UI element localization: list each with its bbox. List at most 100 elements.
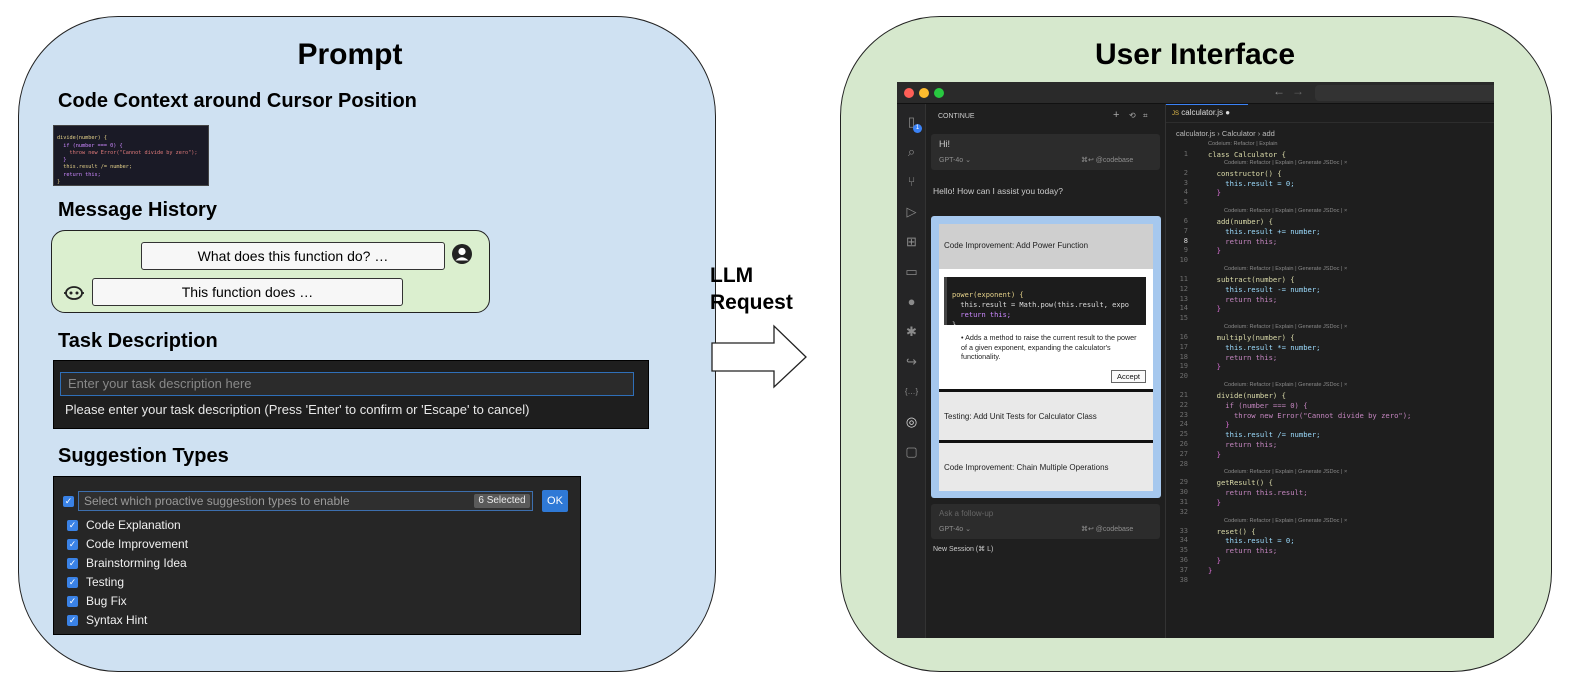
line-number: 34 xyxy=(1179,536,1188,545)
code-line: } xyxy=(57,179,61,186)
editor-tab[interactable]: JS calculator.js ● xyxy=(1166,104,1248,122)
message-history-box: What does this function do? … This funct… xyxy=(51,230,490,313)
suggestion-type-item[interactable]: Bug Fix xyxy=(86,594,127,608)
line-number: 11 xyxy=(1179,275,1188,283)
suggestion-type-item[interactable]: Testing xyxy=(86,575,125,589)
new-chat-icon[interactable]: + xyxy=(1113,109,1120,121)
line-number: 6 xyxy=(1183,217,1188,225)
line-number: 8 xyxy=(1183,236,1188,245)
bug-icon[interactable]: ✱ xyxy=(906,324,917,339)
extensions-icon[interactable]: ⊞ xyxy=(906,234,917,249)
code-line: } xyxy=(1208,304,1221,314)
back-arrow-icon[interactable]: ← xyxy=(1273,84,1285,98)
forward-arrow-icon[interactable]: → xyxy=(1292,84,1304,98)
breadcrumb-method[interactable]: add xyxy=(1262,129,1275,138)
explorer-icon[interactable]: ▯ xyxy=(907,114,916,129)
suggestion-type-item[interactable]: Brainstorming Idea xyxy=(86,556,187,570)
task-description-input[interactable]: Enter your task description here xyxy=(60,372,634,396)
minimize-window-icon[interactable] xyxy=(919,88,929,98)
assistant-bot-icon xyxy=(64,286,84,300)
accept-button[interactable]: Accept xyxy=(1111,370,1146,383)
command-search-box[interactable] xyxy=(1315,85,1494,101)
llm-request-label: LLM Request xyxy=(710,262,793,316)
close-window-icon[interactable] xyxy=(904,88,914,98)
codelens-annotation[interactable]: Codeium: Refactor | Explain | Generate J… xyxy=(1224,266,1348,272)
model-selector[interactable]: GPT-4o ⌄ xyxy=(939,157,971,164)
suggestion-card-testing[interactable]: Testing: Add Unit Tests for Calculator C… xyxy=(939,392,1153,440)
breadcrumb-class[interactable]: Calculator xyxy=(1221,129,1256,138)
code-line: } xyxy=(1208,188,1221,198)
code-line: return this; xyxy=(1208,352,1278,362)
selected-count-badge: 6 Selected xyxy=(474,494,530,508)
suggestion-type-item[interactable]: Code Improvement xyxy=(86,537,189,551)
task-description-hint: Please enter your task description (Pres… xyxy=(65,402,530,417)
checkbox-code-explanation[interactable]: ✓ xyxy=(67,520,78,531)
fullscreen-icon[interactable]: ⌗ xyxy=(1143,111,1148,120)
line-number: 18 xyxy=(1179,352,1188,361)
chat-icon[interactable]: ▢ xyxy=(905,444,918,459)
codelens-annotation[interactable]: Codeium: Refactor | Explain | Generate J… xyxy=(1224,208,1348,214)
line-number: 32 xyxy=(1179,507,1188,516)
codelens-annotation[interactable]: Codeium: Refactor | Explain | Generate J… xyxy=(1224,517,1348,524)
new-session-link[interactable]: New Session (⌘ L) xyxy=(933,546,994,553)
ok-button[interactable]: OK xyxy=(542,490,568,512)
code-line: throw new Error("Cannot divide by zero")… xyxy=(57,149,198,156)
line-number: 14 xyxy=(1179,304,1188,313)
suggestion-code-line: } xyxy=(952,321,957,325)
suggestion-card-header[interactable]: Code Improvement: Add Power Function xyxy=(939,224,1153,269)
share-icon[interactable]: ↪ xyxy=(906,354,917,369)
checkbox-code-improvement[interactable]: ✓ xyxy=(67,539,78,550)
assistant-message-bubble: This function does … xyxy=(92,278,403,306)
codelens-annotation[interactable]: Codeium: Refactor | Explain xyxy=(1208,141,1278,147)
history-icon[interactable]: ⟲ xyxy=(1129,111,1136,120)
codelens-annotation[interactable]: Codeium: Refactor | Explain | Generate J… xyxy=(1224,159,1348,166)
suggestion-type-item[interactable]: Syntax Hint xyxy=(86,613,148,627)
codelens-annotation[interactable]: Codeium: Refactor | Explain | Generate J… xyxy=(1224,382,1348,388)
activity-bar: ▯ 1 ⌕ ⑂ ▷ ⊞ ▭ ● ✱ ↪ {…} ◎ ▢ xyxy=(897,104,926,638)
followup-input-box[interactable]: Ask a follow-up GPT-4o ⌄ ⌘↩ @codebase xyxy=(931,504,1160,539)
code-line: if (number === 0) { xyxy=(57,142,123,149)
followup-model-selector[interactable]: GPT-4o ⌄ xyxy=(939,526,971,533)
checkbox-brainstorming-idea[interactable]: ✓ xyxy=(67,558,78,569)
checkbox-testing[interactable]: ✓ xyxy=(67,577,78,588)
suggestion-type-item[interactable]: Code Explanation xyxy=(86,518,181,532)
suggestion-card-chain[interactable]: Code Improvement: Chain Multiple Operati… xyxy=(939,443,1153,491)
line-number: 24 xyxy=(1179,420,1188,429)
github-icon[interactable]: ● xyxy=(907,294,916,309)
task-description-heading: Task Description xyxy=(58,330,218,352)
search-icon[interactable]: ⌕ xyxy=(907,144,916,159)
json-icon[interactable]: {…} xyxy=(904,387,919,396)
maximize-window-icon[interactable] xyxy=(934,88,944,98)
suggestion-filter-input[interactable]: Select which proactive suggestion types … xyxy=(78,491,533,511)
continue-icon[interactable]: ◎ xyxy=(905,414,918,429)
user-interface-title: User Interface xyxy=(1094,38,1296,71)
chat-header: CONTINUE xyxy=(938,113,975,120)
suggestion-card-title: Testing: Add Unit Tests for Calculator C… xyxy=(944,412,1097,421)
source-control-icon[interactable]: ⑂ xyxy=(907,174,916,189)
code-line: divide(number) { xyxy=(1208,391,1286,400)
codelens-annotation[interactable]: Codeium: Refactor | Explain | Generate J… xyxy=(1224,469,1348,476)
followup-codebase-shortcut[interactable]: ⌘↩ @codebase xyxy=(1081,526,1134,533)
checkbox-syntax-hint[interactable]: ✓ xyxy=(67,615,78,626)
breadcrumb-file[interactable]: calculator.js xyxy=(1176,129,1216,138)
code-line: return this.result; xyxy=(1208,488,1308,498)
assistant-reply: Hello! How can I assist you today? xyxy=(933,186,1063,196)
remote-explorer-icon[interactable]: ▭ xyxy=(905,264,918,279)
breadcrumb: calculator.js › Calculator › add xyxy=(1176,129,1275,138)
line-number: 10 xyxy=(1179,256,1188,265)
codebase-shortcut[interactable]: ⌘↩ @codebase xyxy=(1081,157,1134,164)
arrow-label-line2: Request xyxy=(710,291,793,314)
ide-screenshot: ← → ▯ 1 ⌕ ⑂ ▷ ⊞ ▭ ● ✱ ↪ {…} ◎ ▢ CONTINUE… xyxy=(897,82,1494,638)
code-line: } xyxy=(1208,362,1221,372)
user-chat-box: Hi! GPT-4o ⌄ ⌘↩ @codebase xyxy=(931,134,1160,170)
line-number: 12 xyxy=(1179,284,1188,293)
checkbox-bug-fix[interactable]: ✓ xyxy=(67,596,78,607)
explorer-badge: 1 xyxy=(913,124,922,133)
run-debug-icon[interactable]: ▷ xyxy=(906,204,917,219)
code-context-heading: Code Context around Cursor Position xyxy=(58,90,417,112)
select-all-checkbox[interactable]: ✓ xyxy=(63,496,74,507)
codelens-annotation[interactable]: Codeium: Refactor | Explain | Generate J… xyxy=(1224,324,1348,330)
code-context-snippet: divide(number) { if (number === 0) { thr… xyxy=(53,125,209,186)
code-line: return this; xyxy=(1208,236,1278,246)
suggestion-code-line: this.result = Math.pow(this.result, expo xyxy=(952,301,1130,309)
